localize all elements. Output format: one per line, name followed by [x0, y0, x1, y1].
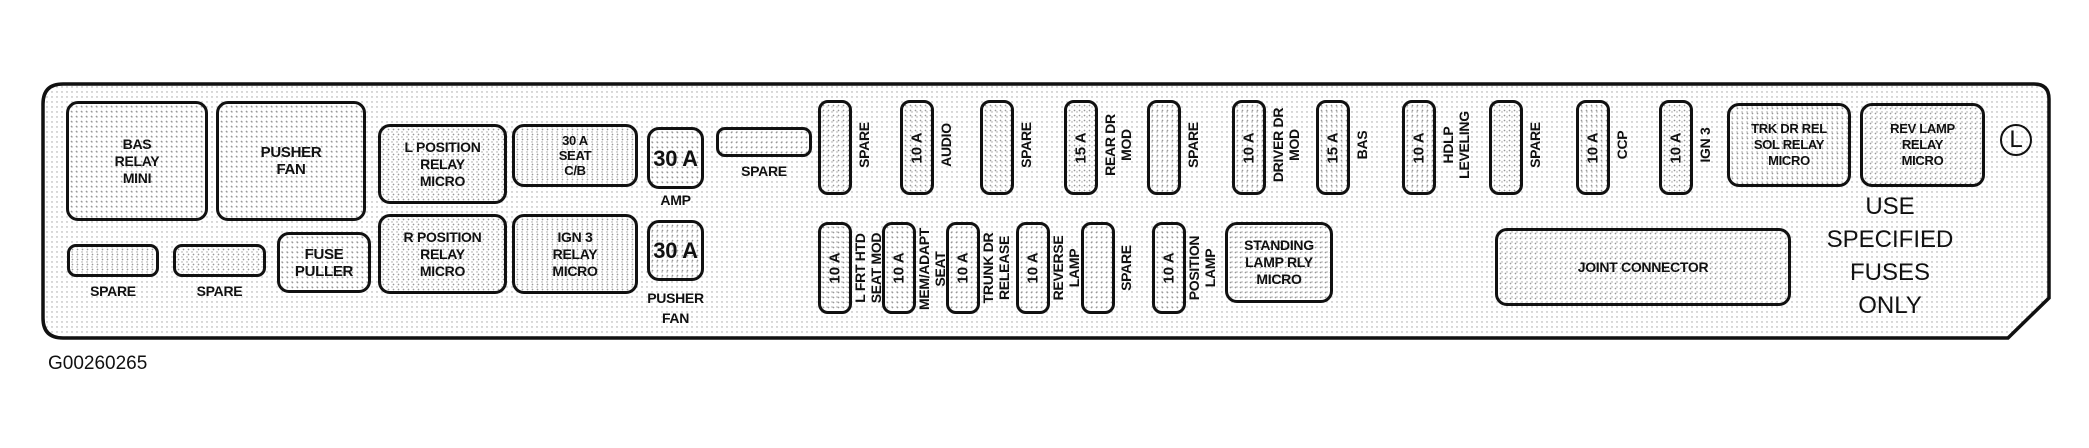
left-side-marker-letter: L — [2009, 126, 2023, 153]
figure-id: G00260265 — [48, 353, 148, 374]
l-position-relay-label: L POSITION RELAY MICRO — [404, 138, 481, 189]
spare-slot-3-label: SPARE — [741, 163, 787, 179]
fuse-bottom-4: 10 A — [1016, 222, 1050, 314]
maxi-fuse-pusher-rating: 30 A — [653, 238, 698, 263]
fuse-top-5 — [1147, 100, 1181, 195]
use-specified-fuses-note: USE SPECIFIED FUSES ONLY — [1826, 193, 1954, 319]
fuse-bottom-1: 10 A — [818, 222, 852, 314]
fuse-label: TRUNK DR RELEASE — [980, 232, 1012, 304]
maxi-fuse-pusher: 30 A — [647, 220, 704, 281]
fuse-rating: 10 A — [1584, 131, 1602, 164]
fuse-label: DRIVER DR MOD — [1270, 107, 1302, 183]
standing-lamp-relay-label: STANDING LAMP RLY MICRO — [1244, 237, 1314, 287]
fuse-rating: 10 A — [908, 131, 926, 164]
left-side-marker-icon: L — [2000, 124, 2032, 156]
fuse-puller-label: FUSE PULLER — [294, 245, 354, 280]
fuse-label: L FRT HTD SEAT MOD — [852, 232, 884, 304]
l-position-relay: L POSITION RELAY MICRO — [378, 124, 507, 204]
spare-slot-1-label: SPARE — [90, 283, 136, 299]
fuse-rating: 10 A — [1160, 252, 1178, 284]
fuse-top-9 — [1489, 100, 1523, 195]
fuse-puller: FUSE PULLER — [277, 232, 371, 293]
rev-lamp-relay: REV LAMP RELAY MICRO — [1860, 103, 1985, 187]
maxi-fuse-amp: 30 A — [647, 127, 704, 189]
fuse-top-8: 10 A — [1402, 100, 1436, 195]
fuse-bottom-6: 10 A — [1152, 222, 1186, 314]
bas-relay-mini: BAS RELAY MINI — [66, 101, 208, 221]
joint-connector-label: JOINT CONNECTOR — [1577, 258, 1709, 275]
fuse-top-1 — [818, 100, 852, 195]
ign3-relay-label: IGN 3 RELAY MICRO — [552, 228, 598, 279]
fuse-label: SPARE — [1185, 122, 1201, 168]
fuse-top-7: 15 A — [1316, 100, 1350, 195]
maxi-fuse-amp-rating: 30 A — [653, 145, 698, 171]
fuse-rating: 10 A — [826, 252, 844, 284]
fuse-bottom-3: 10 A — [946, 222, 980, 314]
fuse-rating: 15 A — [1072, 131, 1090, 164]
r-position-relay: R POSITION RELAY MICRO — [378, 214, 507, 294]
fuse-label: SPARE — [1527, 122, 1543, 168]
fuse-label: POSITION LAMP — [1186, 235, 1218, 301]
fuse-rating: 15 A — [1324, 131, 1342, 164]
fuse-rating: 10 A — [1410, 131, 1428, 164]
fuse-rating: 10 A — [1667, 131, 1685, 164]
fuse-rating: 10 A — [890, 252, 908, 284]
fuse-top-2: 10 A — [900, 100, 934, 195]
pusher-fan-relay-label: PUSHER FAN — [260, 144, 322, 178]
rev-lamp-relay-label: REV LAMP RELAY MICRO — [1890, 121, 1955, 168]
fuse-label: BAS — [1354, 130, 1370, 160]
fuse-top-11: 10 A — [1659, 100, 1693, 195]
r-position-relay-label: R POSITION RELAY MICRO — [403, 228, 482, 279]
fuse-label: AUDIO — [938, 123, 954, 167]
spare-slot-1 — [67, 244, 159, 277]
fuse-top-3 — [980, 100, 1014, 195]
fuse-bottom-5 — [1081, 222, 1115, 314]
fuse-label: REAR DR MOD — [1102, 114, 1134, 176]
fuse-rating: 10 A — [954, 252, 972, 284]
fuse-bottom-2: 10 A — [882, 222, 916, 314]
maxi-fuse-pusher-label: PUSHER FAN — [647, 290, 704, 326]
fuse-label: CCP — [1614, 130, 1630, 160]
fuse-label: SPARE — [1118, 245, 1134, 291]
fuse-label: SPARE — [1018, 122, 1034, 168]
trk-dr-rel-relay: TRK DR REL SOL RELAY MICRO — [1727, 103, 1851, 187]
spare-slot-3 — [716, 127, 812, 157]
spare-slot-2-label: SPARE — [196, 283, 243, 299]
fuse-top-4: 15 A — [1064, 100, 1098, 195]
fuse-label: HDLP LEVELING — [1440, 111, 1472, 179]
seat-circuit-breaker: 30 A SEAT C/B — [512, 124, 638, 187]
spare-slot-2 — [173, 244, 266, 277]
trk-dr-rel-relay-label: TRK DR REL SOL RELAY MICRO — [1751, 121, 1827, 168]
standing-lamp-relay: STANDING LAMP RLY MICRO — [1225, 222, 1333, 303]
pusher-fan-relay: PUSHER FAN — [216, 101, 366, 221]
fuse-label: REVERSE LAMP — [1050, 235, 1082, 301]
fuse-label: IGN 3 — [1697, 127, 1713, 163]
maxi-fuse-amp-label: AMP — [660, 192, 691, 208]
fuse-rating: 10 A — [1024, 252, 1042, 284]
ign3-relay: IGN 3 RELAY MICRO — [512, 214, 638, 294]
joint-connector: JOINT CONNECTOR — [1495, 228, 1791, 306]
fuse-label: SPARE — [856, 122, 872, 168]
fuse-top-6: 10 A — [1232, 100, 1266, 195]
fuse-rating: 10 A — [1240, 131, 1258, 164]
fuse-label: MEM/ADAPT SEAT — [916, 227, 948, 311]
seat-cb-label: 30 A SEAT C/B — [558, 133, 592, 178]
fuse-top-10: 10 A — [1576, 100, 1610, 195]
bas-relay-label: BAS RELAY MINI — [114, 135, 160, 186]
